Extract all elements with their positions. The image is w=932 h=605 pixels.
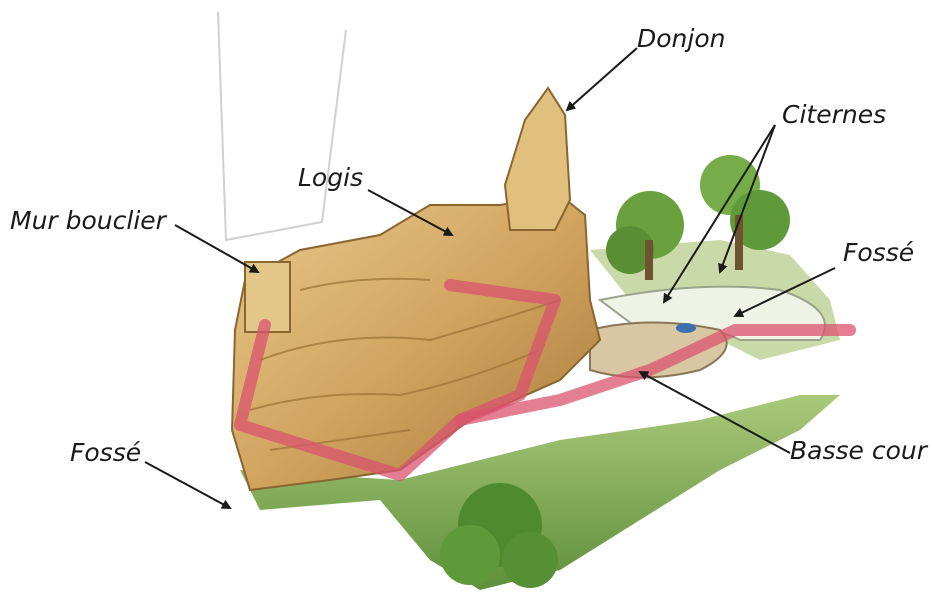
label-logis: Logis: [298, 165, 363, 190]
cistern: [676, 323, 696, 333]
label-fosse-left: Fossé: [70, 440, 141, 465]
donjon-tower: [505, 88, 570, 230]
label-basse-cour: Basse cour: [790, 438, 927, 463]
label-mur-bouclier: Mur bouclier: [10, 208, 166, 233]
label-fosse-right: Fossé: [843, 240, 914, 265]
label-donjon: Donjon: [637, 26, 725, 51]
label-citernes: Citernes: [782, 102, 886, 127]
sketch-outline: [218, 12, 346, 240]
